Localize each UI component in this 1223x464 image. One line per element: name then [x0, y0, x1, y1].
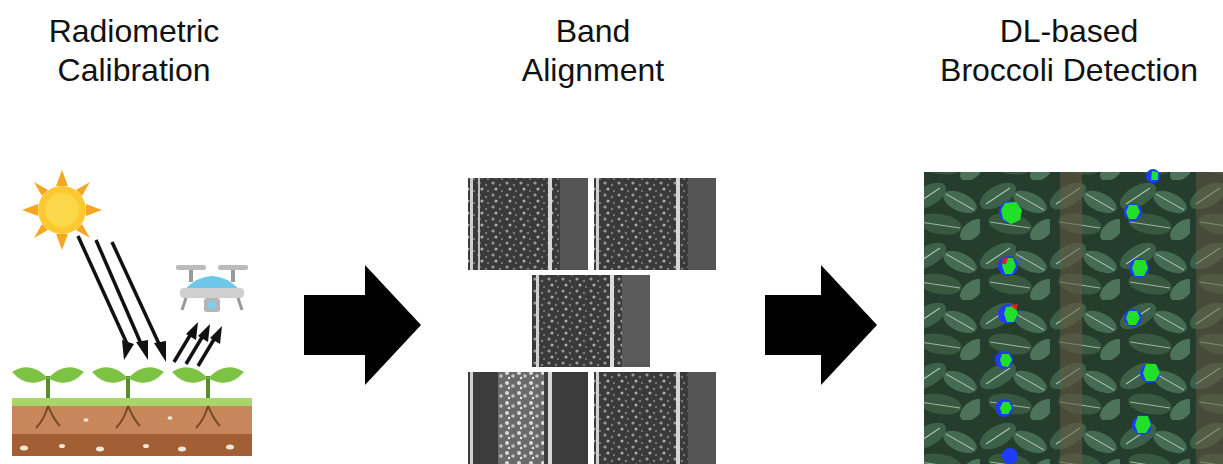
block-arrow [304, 265, 421, 385]
plants-icon [12, 367, 244, 400]
pipeline-stage: Radiometric Calibration [5, 12, 263, 458]
stage-heading: DL-based Broccoli Detection [919, 12, 1219, 90]
pipeline-stage: DL-based Broccoli Detection [918, 12, 1220, 458]
band-images [468, 178, 716, 464]
pipeline-stage: Band Alignment [462, 12, 724, 458]
detection-photo [924, 169, 1223, 464]
block-arrow [765, 265, 877, 385]
stage-heading: Radiometric Calibration [5, 12, 263, 90]
stage-heading: Band Alignment [506, 12, 681, 90]
light-rays [78, 236, 222, 366]
sun-icon [22, 170, 102, 250]
drone-icon [176, 265, 248, 312]
soil-icon [12, 398, 252, 456]
